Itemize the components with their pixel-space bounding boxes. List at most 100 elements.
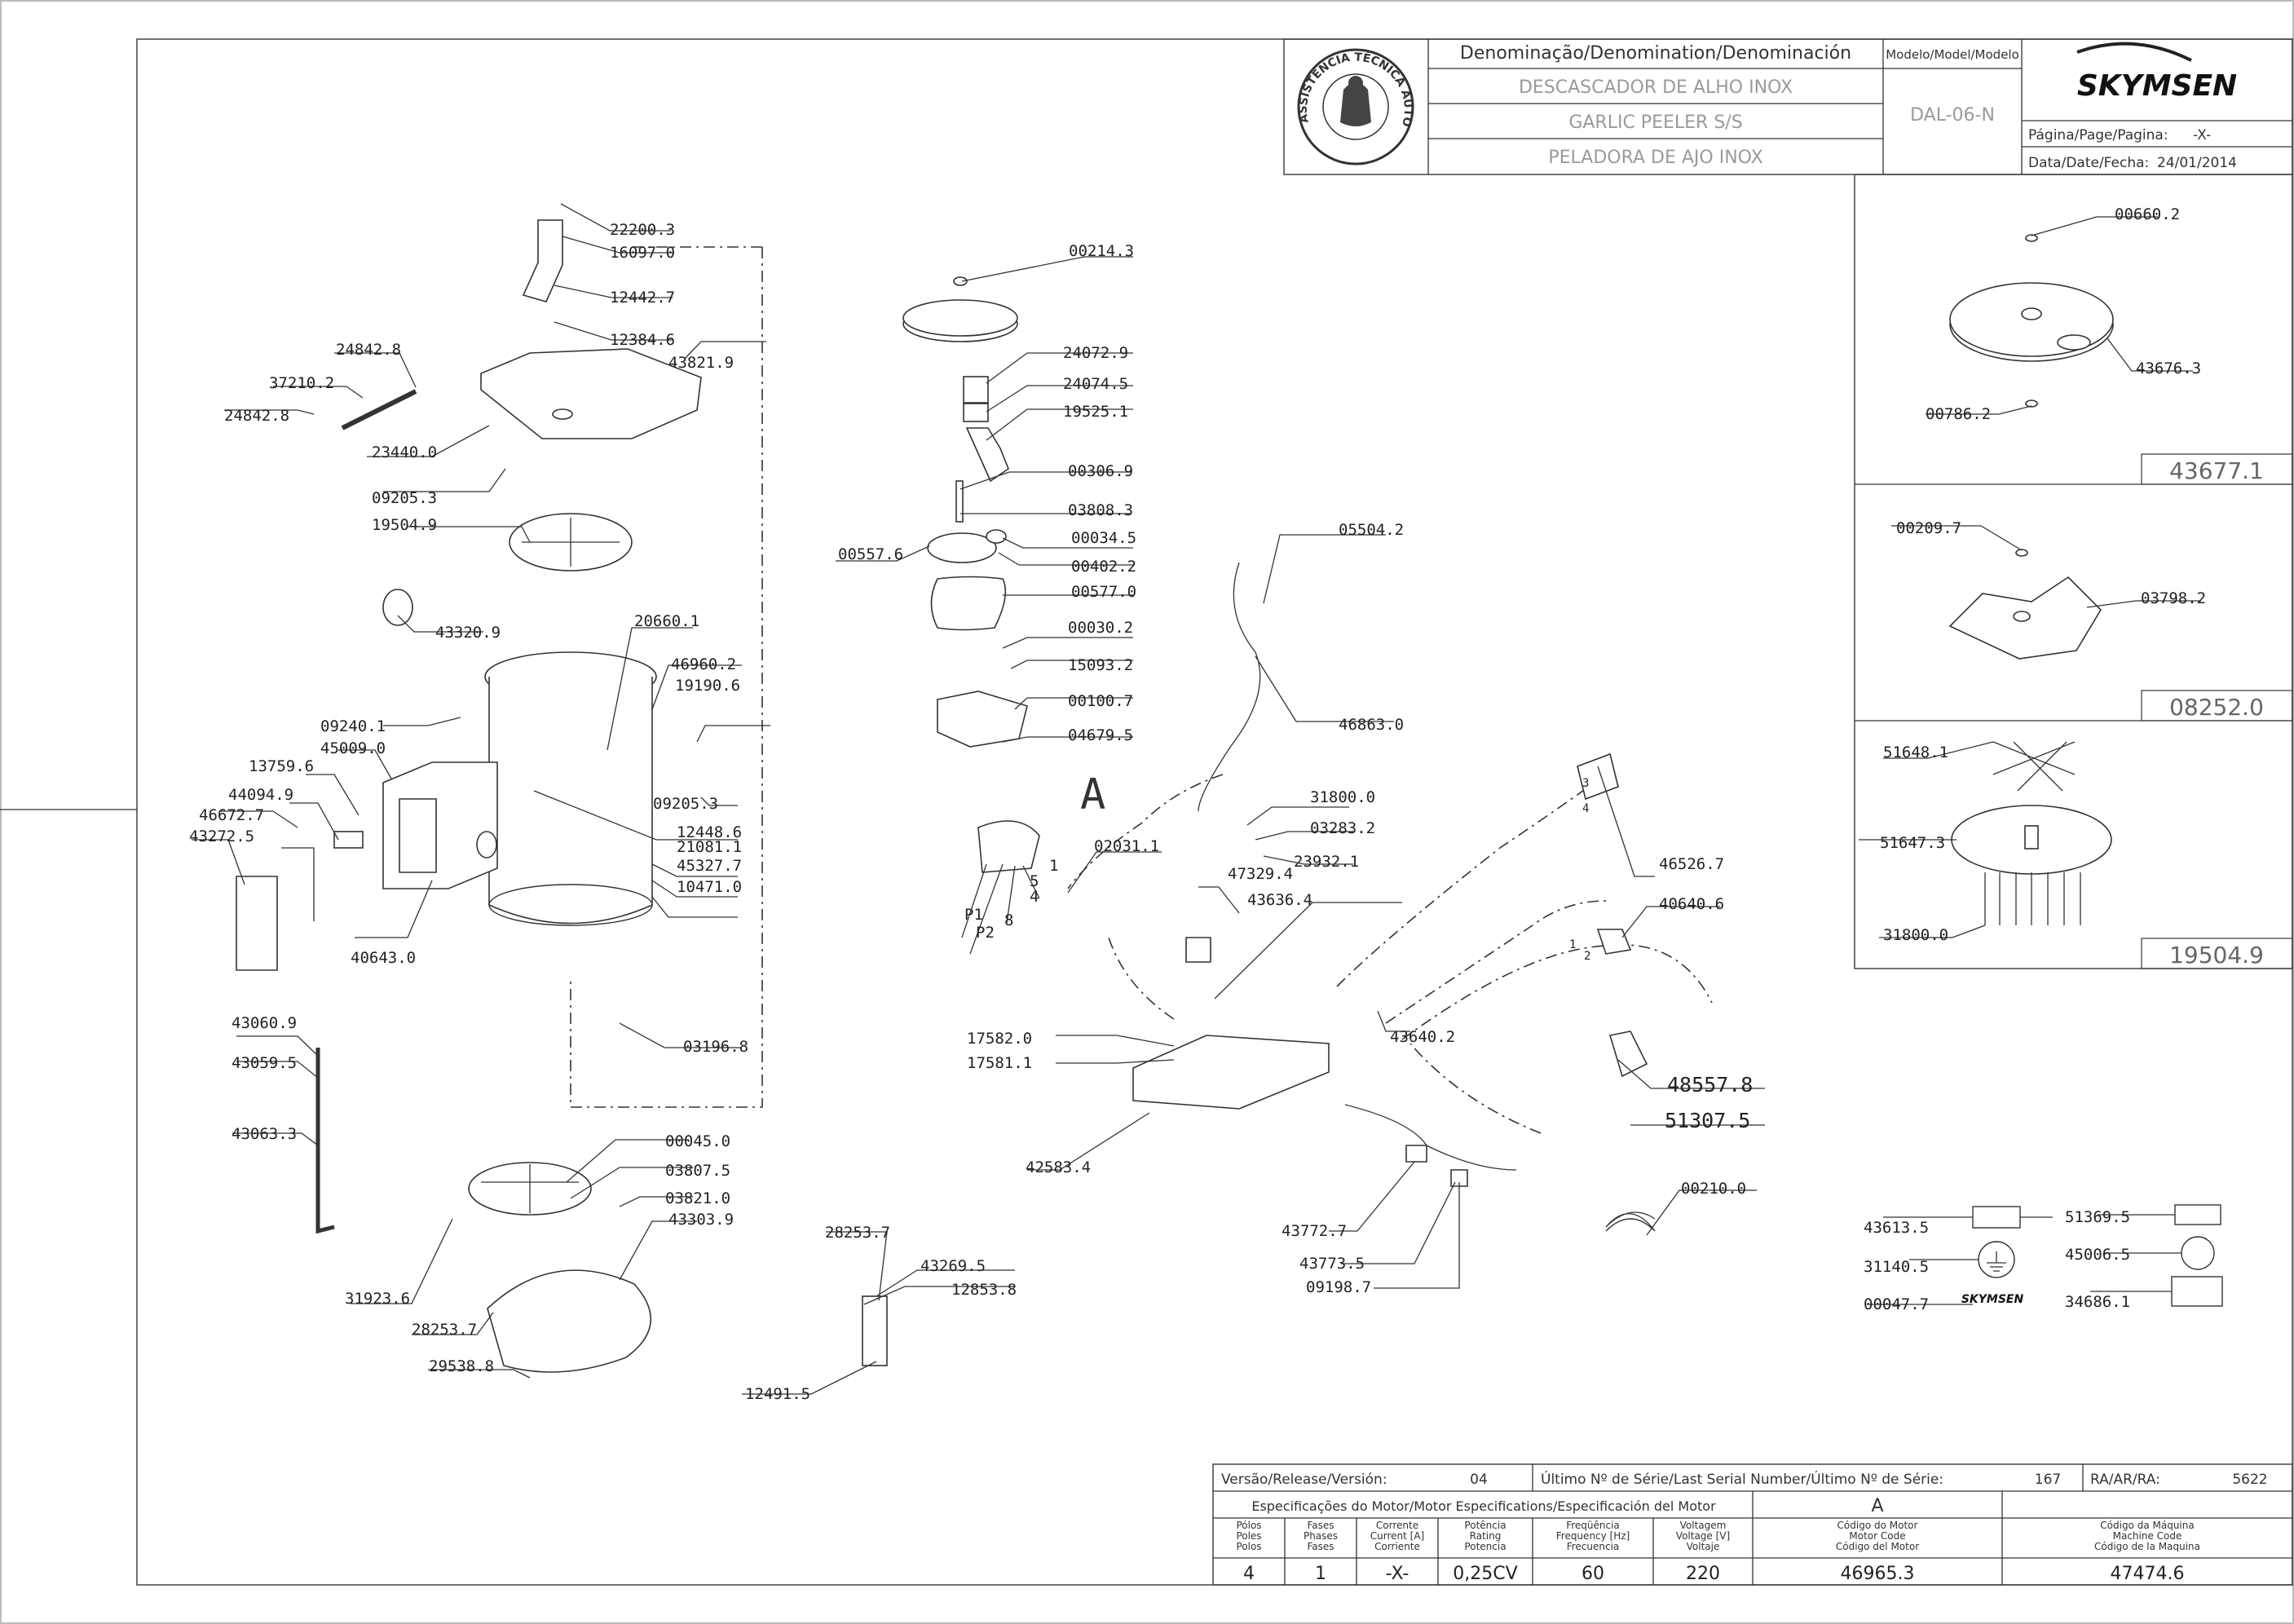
title-block: ASSISTÊNCIA TÉCNICA AUTORIZADA Denominaç… [0,0,2293,175]
part-label: 22200.3 [610,221,675,239]
part-label: 45327.7 [677,857,742,875]
part-label: 46960.2 [671,655,736,673]
part-label: 43060.9 [232,1014,297,1032]
name-portuguese: DESCASCADOR DE ALHO INOX [1519,77,1793,98]
part-label: 03808.3 [1068,501,1133,519]
model-header: Modelo/Model/Modelo [1886,47,2019,62]
part-label: 00045.0 [665,1132,730,1150]
part-label: 09205.3 [372,489,437,507]
current-value: -X- [1386,1564,1409,1584]
part-label: 24842.8 [336,341,401,359]
part-label: 24842.8 [224,407,289,425]
date-value: 24/01/2014 [2157,155,2237,171]
motor-code-value: 46965.3 [1841,1564,1915,1584]
part-label: 03821.0 [665,1189,730,1207]
part-label: 51307.5 [1665,1109,1750,1132]
part-label: 43059.5 [232,1054,297,1072]
part-label: 00557.6 [838,545,903,563]
part-label: 03807.5 [665,1162,730,1180]
part-label: 51648.1 [1883,744,1948,761]
part-label: 12853.8 [951,1281,1017,1299]
part-label: 00034.5 [1071,529,1136,547]
part-label: 43772.7 [1282,1222,1347,1240]
part-label: 09205.3 [653,795,718,813]
part-label: 43063.3 [232,1125,297,1143]
part-label: 43636.4 [1247,891,1312,909]
assembly-label-2: 08252.0 [2169,694,2264,721]
phases-value: 1 [1315,1564,1326,1584]
part-label: 03196.8 [683,1038,748,1056]
brand-name: SKYMSEN [2077,69,2237,103]
name-english: GARLIC PEELER S/S [1568,113,1742,133]
part-label: 10471.0 [677,878,742,896]
part-label: 46672.7 [199,806,264,824]
part-label: 19504.9 [372,516,437,534]
page-value: -X- [2193,127,2211,143]
part-label: 31140.5 [1864,1258,1929,1276]
wire-mark: 4 [1030,888,1039,906]
part-label: 20660.1 [634,612,699,630]
part-label: 51369.5 [2065,1208,2130,1226]
wire-mark: 2 [1584,950,1590,963]
motor-view-mark: A [1080,770,1105,819]
version-label: Versão/Release/Versión: [1221,1472,1387,1488]
part-label: 05504.2 [1339,521,1404,539]
power-value: 0,25CV [1453,1564,1517,1584]
assembly-label-1: 43677.1 [2169,457,2264,484]
part-label: 46863.0 [1339,716,1404,734]
name-spanish: PELADORA DE AJO INOX [1548,148,1762,168]
part-label: 15093.2 [1068,656,1133,674]
part-label: 29538.8 [429,1357,494,1375]
part-label: 43272.5 [189,827,254,845]
part-label: 12442.7 [610,289,675,307]
part-label: 09240.1 [320,717,386,735]
part-label: 51647.3 [1880,834,1945,852]
part-label: 02031.1 [1094,837,1159,855]
authorized-service-seal: ASSISTÊNCIA TÉCNICA AUTORIZADA [0,0,1414,165]
part-label: 00210.0 [1681,1180,1746,1198]
part-label: 03798.2 [2141,589,2206,607]
part-label: 00660.2 [2115,205,2180,223]
part-label: 12384.6 [610,331,675,349]
part-label: 19525.1 [1063,403,1128,421]
part-label: 00306.9 [1068,462,1133,480]
part-label: 43773.5 [1299,1255,1365,1273]
part-label: 00047.7 [1864,1295,1929,1313]
part-label: 00209.7 [1896,519,1961,537]
part-label: 09198.7 [1306,1278,1371,1296]
leader-lines [192,203,2201,1395]
part-label: 43676.3 [2136,360,2201,377]
part-label: 23440.0 [372,444,437,461]
part-label: 47329.4 [1228,865,1293,883]
wire-mark: 4 [1582,802,1589,815]
part-label: 28253.7 [412,1321,477,1339]
part-label: 42583.4 [1026,1158,1091,1176]
version-value: 04 [1470,1472,1488,1488]
part-label: 43640.2 [1390,1028,1455,1046]
part-label: 34686.1 [2065,1293,2130,1311]
page-label: Página/Page/Pagina: [2028,127,2168,143]
wire-mark: 1 [1049,857,1058,875]
part-label: 31800.0 [1310,788,1375,806]
part-label: 23932.1 [1294,853,1359,871]
part-label: 00214.3 [1069,242,1134,260]
detail-panel: 43677.1 08252.0 19504.9 [1854,174,2293,969]
serial-value: 167 [2035,1472,2061,1488]
part-label: 46526.7 [1659,855,1724,873]
brand-logo: SKYMSEN [2076,42,2237,103]
wire-mark: P1 [964,906,983,924]
ra-label: RA/AR/RA: [2090,1472,2160,1488]
voltage-value: 220 [1686,1564,1720,1584]
part-label: 45006.5 [2065,1246,2130,1264]
part-label: 24072.9 [1063,344,1128,362]
part-label: 00786.2 [1926,405,1991,423]
svg-text:ASSISTÊNCIA TÉCNICA AUTORIZADA: ASSISTÊNCIA TÉCNICA AUTORIZADA [0,0,1414,128]
part-label: 43821.9 [668,354,734,372]
part-label: 44094.9 [228,786,293,804]
